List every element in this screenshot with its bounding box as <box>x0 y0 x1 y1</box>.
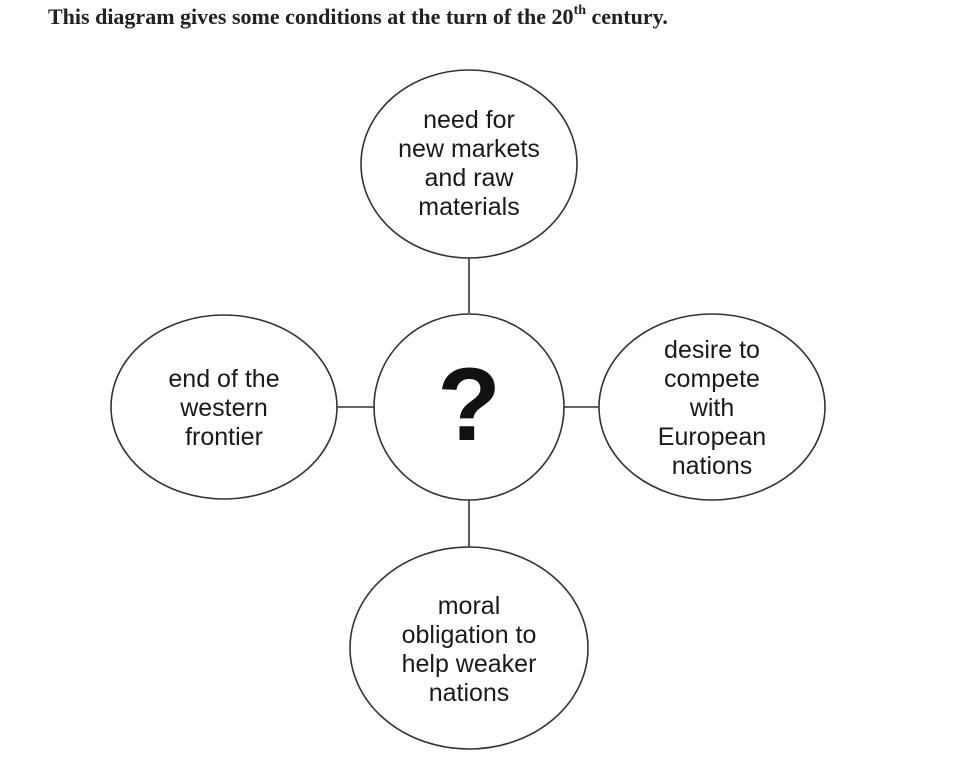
center-question-mark: ? <box>437 347 501 463</box>
node-top-line: materials <box>418 193 519 221</box>
node-bottom-line: obligation to <box>402 621 537 649</box>
node-right-line: nations <box>672 452 753 480</box>
node-left-line: end of the <box>168 365 279 393</box>
node-right-line: desire to <box>664 336 760 364</box>
node-left-line: western <box>179 394 268 422</box>
node-bottom-line: nations <box>429 679 510 707</box>
node-bottom-line: moral <box>438 592 501 620</box>
heading-tail-text: century. <box>586 4 668 29</box>
node-top <box>360 69 578 259</box>
node-left-line: frontier <box>185 423 263 451</box>
node-center <box>373 313 565 501</box>
heading-main-text: This diagram gives some conditions at th… <box>48 4 574 29</box>
node-bottom-line: help weaker <box>402 650 537 678</box>
node-right <box>598 313 826 501</box>
node-left <box>110 314 338 500</box>
node-top-line: new markets <box>398 135 540 163</box>
node-right-line: European <box>658 423 766 451</box>
node-bottom <box>349 546 589 750</box>
node-right-line: compete <box>664 365 760 393</box>
diagram-heading: This diagram gives some conditions at th… <box>48 2 668 30</box>
heading-superscript: th <box>573 2 587 18</box>
node-top-line: need for <box>423 106 515 134</box>
node-right-line: with <box>689 394 734 422</box>
node-top-line: and raw <box>425 164 515 192</box>
